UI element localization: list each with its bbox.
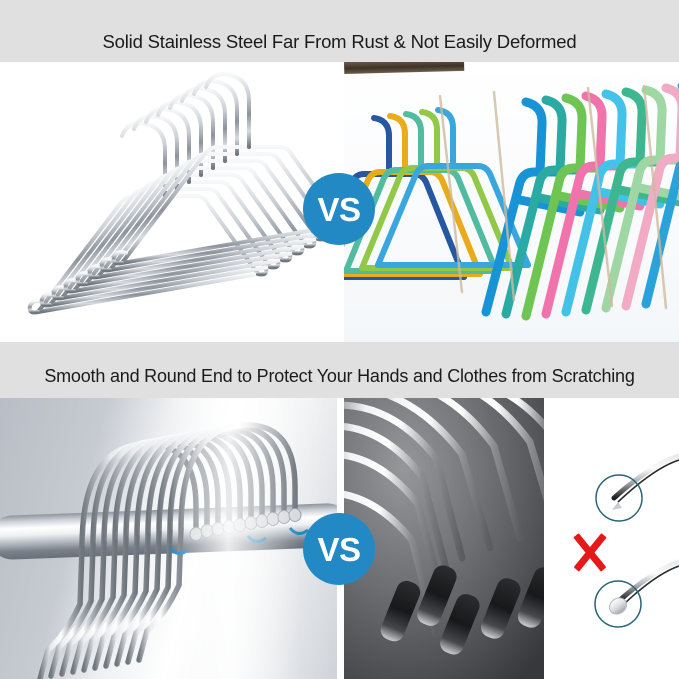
sharp-tip-illustration: [595, 453, 679, 522]
panel-tip-comparison-detail: [544, 398, 679, 679]
colored-hangers-svg: [344, 62, 679, 342]
section-heading-smooth-ends: Smooth and Round End to Protect Your Han…: [44, 366, 635, 386]
comparison-row-durability: [0, 62, 679, 342]
reject-x-mark: [568, 526, 612, 578]
rough-tip-group: [380, 565, 544, 655]
tip-detail-svg: [544, 398, 679, 679]
vs-badge-smooth-ends: VS: [303, 513, 375, 585]
rough-wire-ends-svg: [344, 398, 544, 679]
steel-hangers-svg: [27, 72, 337, 315]
panel-stainless-steel-hanger-stack: [0, 62, 337, 342]
panel-rough-taped-wire-ends: [344, 398, 544, 679]
comparison-row-smooth-ends: [0, 398, 679, 679]
panel-colored-coated-hangers: [344, 62, 679, 342]
section-heading-durability: Solid Stainless Steel Far From Rust & No…: [102, 31, 577, 52]
rounded-tip-illustration: [594, 559, 679, 628]
panel-smooth-hooks-on-rod: [0, 398, 337, 679]
vs-badge-durability: VS: [303, 173, 375, 245]
hanger-stack-illustration: [0, 62, 337, 342]
wall-highlight: [170, 398, 300, 679]
